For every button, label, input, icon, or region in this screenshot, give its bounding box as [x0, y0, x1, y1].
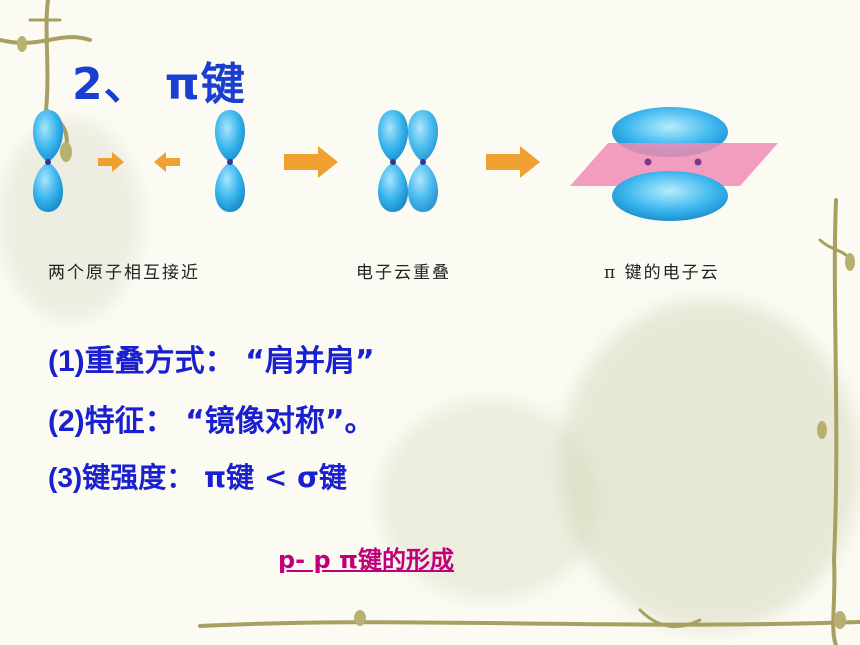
- arrow-right-icon: [284, 146, 338, 178]
- point-bond-strength: (3)键强度： π键 < σ键: [48, 456, 347, 496]
- point-number: (1): [48, 345, 85, 378]
- point-number: (3): [48, 462, 83, 493]
- pi-bond-formation-link[interactable]: p- p π键的形成: [278, 546, 455, 574]
- overlapping-p-orbitals: [378, 110, 438, 212]
- point-text: 特征： “镜像对称”。: [84, 404, 375, 439]
- point-feature: (2)特征： “镜像对称”。: [48, 396, 375, 440]
- point-number: (2): [48, 405, 85, 438]
- pi-bond-electron-cloud: [570, 107, 778, 221]
- caption-cloud-overlap: 电子云重叠: [356, 263, 451, 283]
- point-text: 重叠方式： “肩并肩”: [84, 344, 375, 379]
- page-title: 2、 π键: [72, 59, 246, 110]
- arrow-left-icon: [154, 152, 180, 172]
- arrow-right-icon: [486, 146, 540, 178]
- background-flower-blob: [560, 300, 860, 630]
- p-orbital-atom-1: [33, 110, 63, 212]
- background-flower-blob: [380, 400, 600, 600]
- caption-atoms-approach: 两个原子相互接近: [48, 263, 200, 283]
- p-orbital-atom-2: [215, 110, 245, 212]
- point-text: 键强度： π键 < σ键: [82, 461, 347, 494]
- point-overlap-mode: (1)重叠方式： “肩并肩”: [48, 336, 375, 380]
- arrow-right-icon: [98, 152, 124, 172]
- caption-pi-bond-cloud: π 键的电子云: [604, 263, 720, 283]
